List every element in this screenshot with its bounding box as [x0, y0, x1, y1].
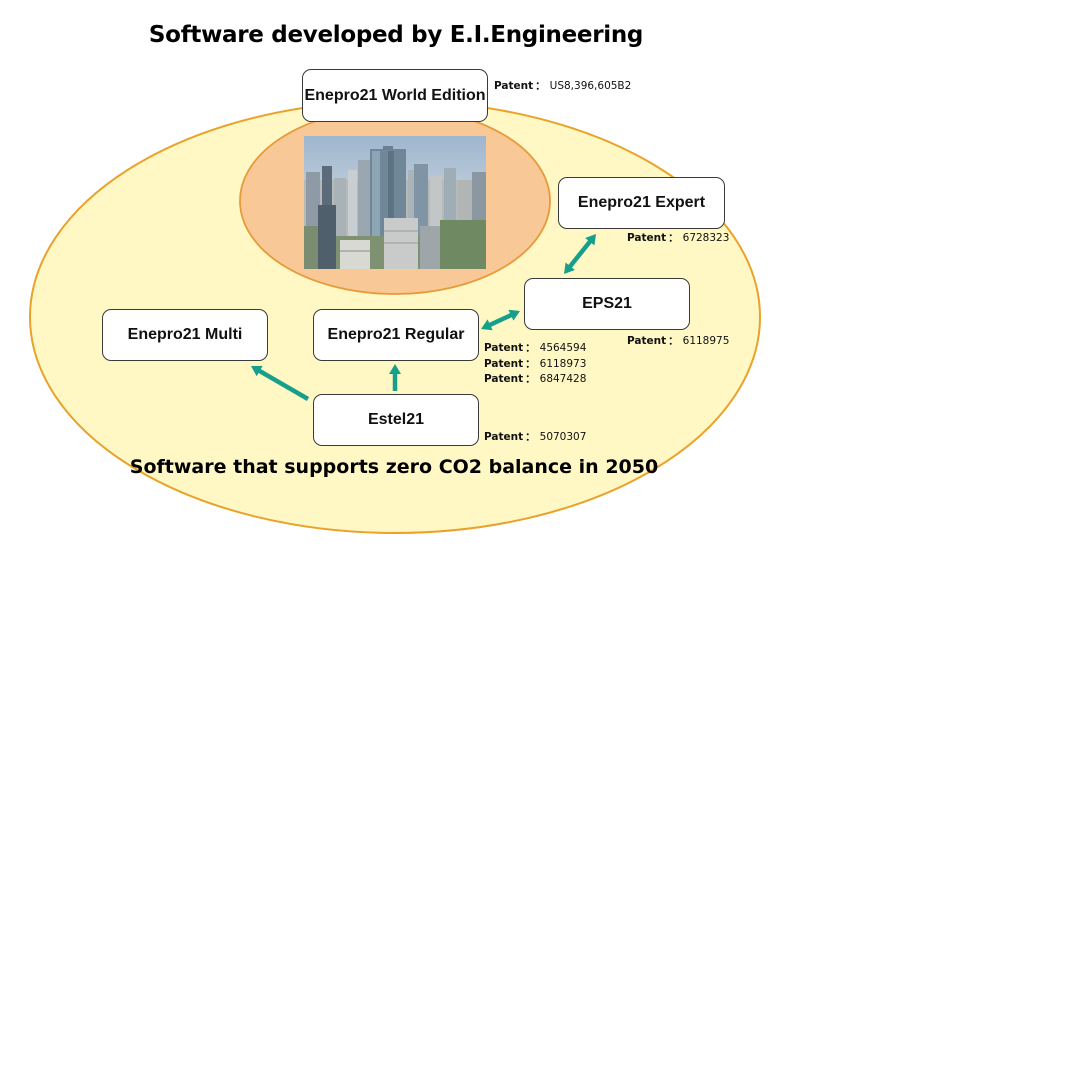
patent-line: Patent：4564594: [484, 341, 586, 357]
patent-separator: ：: [525, 357, 536, 370]
patent-label: Patent: [494, 80, 534, 92]
patent-separator: ：: [525, 373, 536, 385]
connector-arrows: [251, 234, 596, 401]
estel-box[interactable]: Estel21: [313, 394, 479, 446]
patent-world-edition: Patent：US8,396,605B2: [494, 79, 631, 95]
patent-label: Patent: [627, 335, 667, 347]
patent-expert: Patent：6728323: [627, 231, 729, 247]
regular-box[interactable]: Enepro21 Regular: [313, 309, 479, 361]
patent-number: 6847428: [539, 373, 587, 385]
patent-label: Patent: [484, 373, 524, 385]
patent-eps: Patent：6118975: [627, 334, 729, 350]
patent-label: Patent: [484, 431, 524, 443]
city-skyline-photo-icon: [304, 136, 486, 269]
arrow-estel-regular: [389, 364, 401, 391]
multi-box[interactable]: Enepro21 Multi: [102, 309, 268, 361]
patent-separator: ：: [668, 232, 679, 244]
diagram-subtitle: Software that supports zero CO2 balance …: [129, 456, 659, 478]
arrow-eps-regular: [481, 309, 520, 331]
patent-number: 6728323: [682, 232, 730, 244]
patent-number: 6118973: [539, 357, 587, 370]
patent-number: 5070307: [539, 431, 587, 443]
patent-label: Patent: [484, 357, 524, 370]
patent-separator: ：: [668, 335, 679, 347]
arrow-estel-multi: [251, 365, 310, 401]
patent-estel: Patent：5070307: [484, 430, 586, 446]
patent-separator: ：: [525, 342, 536, 354]
patent-number: 4564594: [539, 342, 587, 354]
patent-separator: ：: [525, 431, 536, 443]
eps-box[interactable]: EPS21: [524, 278, 690, 330]
patent-number: US8,396,605B2: [549, 80, 632, 92]
patent-line: Patent：6847428: [484, 372, 586, 388]
patent-number: 6118975: [682, 335, 730, 347]
diagram-title: Software developed by E.I.Engineering: [148, 22, 644, 48]
patent-line: Patent：6118973: [484, 357, 586, 373]
patent-separator: ：: [535, 80, 546, 92]
patent-regular: Patent：4564594 Patent：6118973 Patent：684…: [484, 341, 586, 388]
world-edition-box[interactable]: Enepro21 World Edition: [302, 69, 488, 122]
arrow-eps-expert: [564, 234, 596, 274]
patent-label: Patent: [484, 342, 524, 354]
expert-box[interactable]: Enepro21 Expert: [558, 177, 725, 229]
patent-label: Patent: [627, 232, 667, 244]
